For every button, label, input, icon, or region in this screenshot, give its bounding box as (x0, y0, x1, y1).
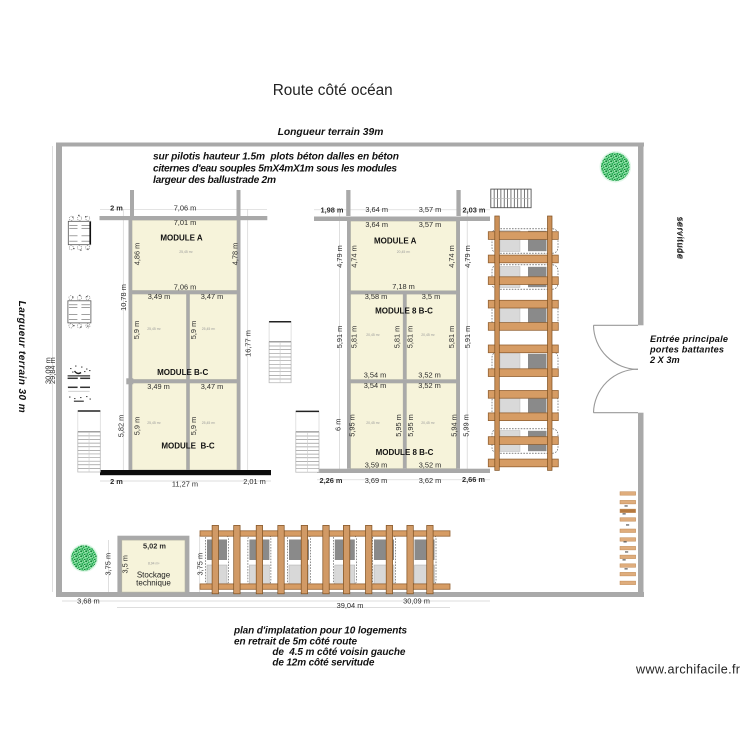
svg-text:5,9 m: 5,9 m (189, 417, 198, 435)
svg-text:Longueur terrain 39m: Longueur terrain 39m (278, 127, 384, 138)
svg-text:3,52 m: 3,52 m (418, 381, 441, 390)
svg-text:5,91 m: 5,91 m (335, 326, 344, 349)
svg-text:2,03 m: 2,03 m (462, 205, 485, 214)
svg-text:5,81 m: 5,81 m (349, 326, 358, 349)
svg-text:4,86 m: 4,86 m (132, 243, 141, 266)
svg-text:11,27 m: 11,27 m (172, 480, 198, 489)
svg-text:3,59 m: 3,59 m (365, 460, 388, 469)
svg-text:5,9 m: 5,9 m (189, 321, 198, 339)
svg-text:3,64 m: 3,64 m (365, 205, 388, 214)
svg-text:en retrait de 5m côté route: en retrait de 5m côté route (234, 636, 357, 647)
svg-text:5,91 m: 5,91 m (463, 326, 472, 349)
svg-text:3,68 m: 3,68 m (77, 597, 100, 606)
svg-text:3,75 m: 3,75 m (104, 553, 113, 576)
svg-text:20,45 m²: 20,45 m² (421, 421, 435, 425)
svg-text:29,84 m: 29,84 m (48, 357, 57, 384)
svg-text:3,49 m: 3,49 m (148, 292, 171, 301)
svg-text:MODULE A: MODULE A (374, 236, 417, 245)
svg-text:5,95 m: 5,95 m (406, 414, 415, 437)
svg-text:5,81 m: 5,81 m (447, 326, 456, 349)
svg-text:25,45 m²: 25,45 m² (179, 250, 193, 254)
svg-text:3,75 m: 3,75 m (195, 553, 204, 576)
svg-text:MODULE A: MODULE A (160, 233, 203, 242)
svg-text:5,02 m: 5,02 m (143, 541, 166, 550)
svg-text:3,58 m: 3,58 m (365, 292, 388, 301)
svg-text:20,45 m²: 20,45 m² (366, 421, 380, 425)
svg-text:3,47 m: 3,47 m (201, 292, 224, 301)
svg-text:30,09 m: 30,09 m (43, 357, 52, 384)
svg-text:5,9 m: 5,9 m (132, 321, 141, 339)
svg-text:3,52 m: 3,52 m (419, 460, 442, 469)
svg-text:20,45 m²: 20,45 m² (397, 250, 411, 254)
svg-text:7,06 m: 7,06 m (174, 282, 197, 291)
svg-text:25,45 m²: 25,45 m² (202, 327, 216, 331)
svg-text:3,62 m: 3,62 m (419, 476, 442, 485)
svg-text:39,04 m: 39,04 m (337, 601, 364, 610)
svg-text:2 m: 2 m (110, 203, 123, 212)
svg-text:5,82 m: 5,82 m (117, 415, 126, 438)
svg-text:2,01 m: 2,01 m (243, 477, 266, 486)
svg-text:25,45 m²: 25,45 m² (147, 327, 161, 331)
svg-text:10,78 m: 10,78 m (119, 284, 128, 311)
svg-text:4,78 m: 4,78 m (231, 243, 240, 266)
svg-text:2 X 3m: 2 X 3m (649, 355, 680, 365)
svg-text:5,94 m: 5,94 m (449, 414, 458, 437)
svg-text:5,81 m: 5,81 m (392, 326, 401, 349)
svg-text:25,45 m²: 25,45 m² (202, 421, 216, 425)
svg-text:3,57 m: 3,57 m (419, 205, 442, 214)
svg-text:3,64 m: 3,64 m (365, 220, 388, 229)
svg-text:servitude: servitude (675, 217, 685, 259)
svg-text:technique: technique (136, 579, 171, 588)
svg-text:7,06 m: 7,06 m (174, 203, 197, 212)
svg-text:plan d'implatation pour 10 log: plan d'implatation pour 10 logements (233, 626, 407, 637)
svg-text:6 m: 6 m (333, 419, 342, 431)
svg-text:5,95 m: 5,95 m (348, 414, 357, 437)
svg-text:2,66 m: 2,66 m (462, 475, 485, 484)
svg-text:MODULE B-C: MODULE B-C (161, 442, 215, 451)
svg-text:portes battantes: portes battantes (649, 344, 724, 354)
svg-text:3,5 m: 3,5 m (121, 555, 130, 573)
svg-text:2,26 m: 2,26 m (319, 476, 342, 485)
svg-text:16,77 m: 16,77 m (243, 330, 252, 357)
svg-text:de 12m côté servitude: de 12m côté servitude (272, 658, 374, 669)
svg-text:5,95 m: 5,95 m (394, 414, 403, 437)
svg-text:3,57 m: 3,57 m (419, 220, 442, 229)
svg-text:7,01 m: 7,01 m (174, 218, 197, 227)
svg-text:sur pilotis hauteur 1.5m plot: sur pilotis hauteur 1.5m plots béton dal… (153, 152, 399, 163)
svg-text:4,74 m: 4,74 m (349, 245, 358, 268)
svg-text:8,94 m²: 8,94 m² (148, 561, 160, 565)
svg-text:largeur des ballustrade 2m: largeur des ballustrade 2m (153, 175, 276, 186)
svg-text:MODULE 8 B-C: MODULE 8 B-C (375, 306, 433, 315)
svg-text:citernes d'eau souples 5mX4mX1: citernes d'eau souples 5mX4mX1m sous les… (153, 163, 397, 174)
svg-text:3,54 m: 3,54 m (364, 370, 387, 379)
svg-text:Largueur terrain 30 m: Largueur terrain 30 m (16, 301, 27, 413)
svg-text:4,79 m: 4,79 m (335, 245, 344, 268)
svg-text:7,18 m: 7,18 m (392, 282, 415, 291)
svg-text:Stockage: Stockage (137, 571, 171, 580)
svg-text:2 m: 2 m (110, 477, 123, 486)
svg-text:4,79 m: 4,79 m (463, 245, 472, 268)
svg-text:30,09 m: 30,09 m (403, 596, 430, 605)
svg-text:4,74 m: 4,74 m (447, 245, 456, 268)
svg-text:Entrée principale: Entrée principale (650, 334, 728, 344)
svg-text:5,9 m: 5,9 m (132, 417, 141, 435)
svg-text:5,99 m: 5,99 m (462, 414, 471, 437)
svg-text:3,49 m: 3,49 m (147, 382, 170, 391)
svg-text:25,45 m²: 25,45 m² (147, 421, 161, 425)
svg-text:3,52 m: 3,52 m (418, 370, 441, 379)
svg-text:20,45 m²: 20,45 m² (366, 333, 380, 337)
svg-text:MODULE B-C: MODULE B-C (157, 368, 208, 377)
svg-text:1,98 m: 1,98 m (320, 205, 343, 214)
svg-text:Route côté océan: Route côté océan (273, 82, 393, 99)
svg-text:3,47 m: 3,47 m (201, 382, 224, 391)
svg-text:www.archifacile.fr: www.archifacile.fr (635, 663, 740, 677)
svg-text:servitude: servitude (676, 217, 686, 259)
svg-text:3,54 m: 3,54 m (364, 381, 387, 390)
svg-text:3,69 m: 3,69 m (365, 476, 388, 485)
svg-text:5,81 m: 5,81 m (405, 326, 414, 349)
svg-text:de 4.5 m côté voisin gauche: de 4.5 m côté voisin gauche (272, 647, 405, 658)
svg-text:3,5 m: 3,5 m (422, 292, 440, 301)
svg-text:20,45 m²: 20,45 m² (421, 333, 435, 337)
svg-text:MODULE 8 B-C: MODULE 8 B-C (376, 448, 434, 457)
